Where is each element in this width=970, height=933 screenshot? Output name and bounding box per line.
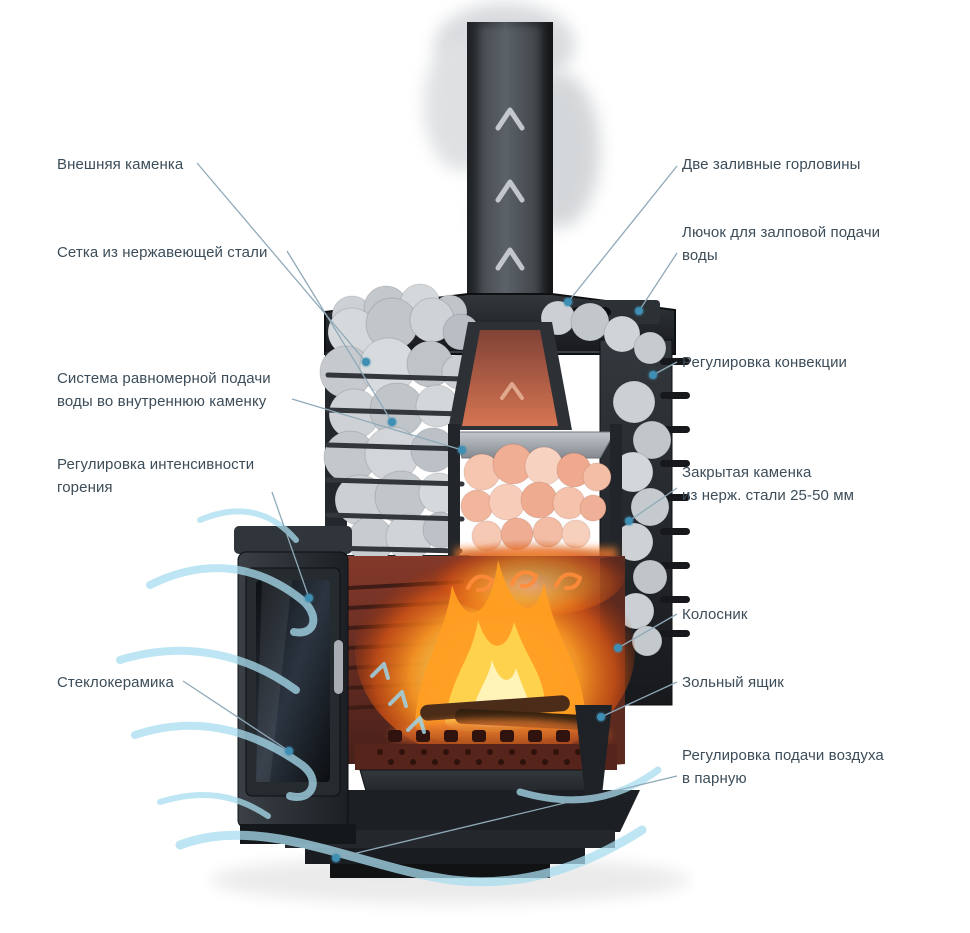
outer-stones — [319, 283, 672, 657]
callout-line — [638, 252, 678, 312]
callout-line — [567, 165, 678, 303]
label-ash-box: Зольный ящик — [682, 674, 784, 691]
callout-dot — [386, 416, 398, 428]
steam-arrows — [495, 107, 525, 400]
callout-dot — [623, 515, 635, 527]
airflow-swirls — [116, 508, 662, 887]
callout-line — [291, 398, 463, 451]
callout-dot — [283, 745, 295, 757]
callout-line — [335, 775, 678, 859]
label-closed-kamenka: Закрытая каменка из нерж. стали 25-50 мм — [682, 464, 855, 504]
fire — [355, 533, 635, 762]
callout-line — [652, 361, 678, 376]
callout-dot — [456, 444, 468, 456]
callout-lines — [182, 162, 678, 859]
callout-line — [182, 680, 290, 752]
air-arrows — [370, 662, 426, 734]
callout-dot — [647, 369, 659, 381]
callout-dot — [330, 852, 342, 864]
heat-swirls — [466, 570, 583, 593]
label-water-supply-system: Система равномерной подачи воды во внутр… — [57, 370, 271, 410]
label-external-kamenka: Внешняя каменка — [57, 156, 184, 173]
callout-line — [628, 487, 678, 522]
callout-dot — [562, 296, 574, 308]
inner-funnel — [448, 322, 572, 430]
callout-line — [286, 250, 393, 423]
label-air-supply-control: Регулировка подачи воздуха в парную — [682, 747, 884, 787]
label-two-filler-necks: Две заливные горловины — [682, 156, 861, 173]
callout-line — [617, 613, 678, 649]
callout-dots — [283, 296, 659, 864]
inner-kamenka-walls — [448, 424, 622, 574]
label-glass-ceramic: Стеклокерамика — [57, 674, 174, 691]
callout-line — [196, 162, 367, 363]
callout-dot — [360, 356, 372, 368]
callout-dot — [595, 711, 607, 723]
label-grate: Колосник — [682, 606, 748, 623]
label-water-burst-hatch: Лючок для залповой подачи воды — [682, 224, 881, 264]
hearth-floor — [355, 744, 617, 770]
label-convection-control: Регулировка конвекции — [682, 354, 848, 371]
label-stainless-mesh: Сетка из нержавеющей стали — [57, 244, 268, 261]
callout-dot — [633, 305, 645, 317]
label-burn-intensity-control: Регулировка интенсивности горения — [57, 456, 255, 496]
callout-line — [271, 491, 310, 599]
callout-dot — [303, 592, 315, 604]
callout-line — [600, 681, 678, 718]
door-handle — [334, 640, 343, 694]
callout-dot — [612, 642, 624, 654]
leg — [575, 705, 612, 795]
